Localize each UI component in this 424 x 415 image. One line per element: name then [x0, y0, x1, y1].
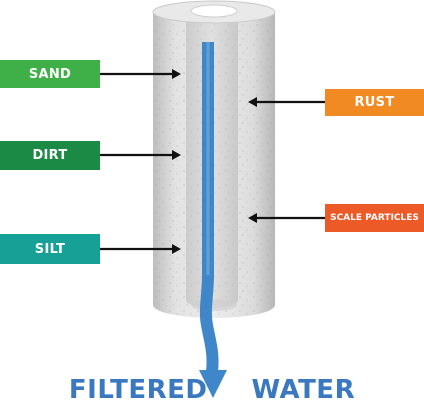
left-arrows [100, 69, 181, 254]
label-sand: SAND [0, 60, 100, 88]
arrow-left-icon [248, 97, 325, 107]
caption-word-filtered: FILTERED [68, 375, 208, 405]
caption-word-water: WATER [251, 375, 356, 405]
arrow-right-icon [100, 244, 181, 254]
caption-filtered-water: FILTERED WATER [0, 372, 424, 408]
label-rust: RUST [325, 89, 424, 116]
arrow-right-icon [100, 150, 181, 160]
water-flow [199, 42, 227, 398]
cartridge-bottom-hole [191, 299, 237, 311]
cartridge-top-hole [190, 4, 238, 18]
arrow-right-icon [100, 69, 181, 79]
label-silt: SILT [0, 234, 100, 264]
label-dirt: DIRT [0, 141, 100, 170]
arrow-left-icon [248, 213, 325, 223]
water-flow-channel [199, 42, 219, 373]
label-scale-particles: SCALE PARTICLES [325, 204, 424, 232]
right-arrows [248, 97, 325, 223]
water-flow-arrow-icon [199, 370, 227, 398]
